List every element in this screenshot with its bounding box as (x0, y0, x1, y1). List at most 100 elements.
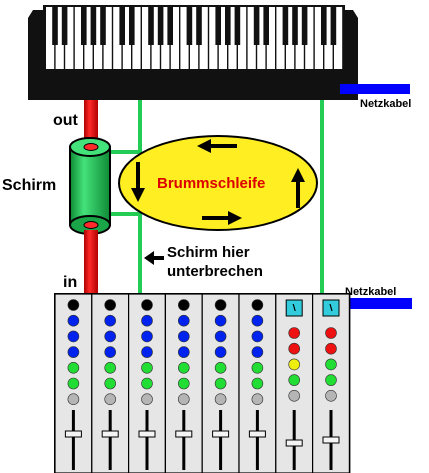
knob-green[interactable] (178, 361, 190, 374)
fader-cap[interactable] (64, 430, 82, 438)
black-key (196, 7, 202, 45)
black-key (52, 7, 58, 45)
knob-green[interactable] (104, 377, 116, 390)
knob-gray[interactable] (325, 389, 337, 402)
black-key (157, 7, 164, 45)
knob-green[interactable] (325, 374, 337, 386)
white-key (65, 7, 74, 69)
black-key (321, 7, 327, 45)
knob-green[interactable] (214, 361, 227, 374)
knob-blue[interactable] (251, 314, 264, 327)
arrow-left-icon (197, 139, 237, 153)
black-key (234, 7, 241, 45)
fader-cap[interactable] (212, 430, 230, 438)
knob-blue[interactable] (141, 330, 153, 343)
break-shield-label-line1: Schirm hier (167, 244, 250, 261)
knob-gray[interactable] (178, 393, 190, 406)
knob-black[interactable] (214, 299, 227, 311)
knob-green[interactable] (214, 377, 227, 390)
white-key (257, 7, 266, 69)
white-key (286, 7, 295, 69)
arrow-up-icon (291, 168, 305, 208)
knob-black[interactable] (251, 299, 264, 311)
knob-blue[interactable] (104, 330, 116, 343)
knob-green[interactable] (67, 377, 80, 390)
power-cable-mixer (336, 298, 412, 309)
knob-blue[interactable] (67, 314, 80, 327)
netzkabel-top-label: Netzkabel (360, 98, 411, 110)
knob-green[interactable] (251, 361, 264, 374)
knob-blue[interactable] (67, 346, 80, 358)
keyboard-keys (46, 7, 343, 69)
arrow-right-icon (202, 211, 242, 225)
mixer-channel-strip (201, 293, 240, 473)
knob-gray[interactable] (104, 393, 116, 406)
fader-cap[interactable] (175, 430, 193, 438)
knob-red[interactable] (288, 327, 301, 339)
white-key (84, 7, 93, 69)
knob-green[interactable] (178, 377, 190, 390)
white-key (209, 7, 218, 69)
knob-green[interactable] (104, 361, 116, 374)
knob-blue[interactable] (67, 330, 80, 343)
knob-black[interactable] (141, 299, 153, 311)
knob-gray[interactable] (214, 393, 227, 406)
knob-green[interactable] (67, 361, 80, 374)
knob-blue[interactable] (214, 314, 227, 327)
knob-blue[interactable] (251, 346, 264, 358)
white-key (218, 7, 227, 69)
ground-loop: Brummschleife (118, 135, 318, 231)
knob-gray[interactable] (141, 393, 153, 406)
white-key (295, 7, 304, 69)
knob-blue[interactable] (104, 346, 116, 358)
fader-cap[interactable] (138, 430, 156, 438)
knob-blue[interactable] (178, 346, 190, 358)
fader-cap[interactable] (101, 430, 119, 438)
fader-track (71, 410, 75, 470)
knob-black[interactable] (67, 299, 80, 311)
mixer-channel-strip (238, 293, 277, 473)
schirm-label: Schirm (2, 177, 56, 194)
knob-gray[interactable] (288, 389, 301, 402)
knob-red[interactable] (325, 327, 337, 339)
knob-black[interactable] (104, 299, 116, 311)
fader-track (108, 410, 112, 470)
knob-green[interactable] (325, 358, 337, 371)
signal-cable-out (84, 100, 98, 144)
knob-gray[interactable] (251, 393, 264, 406)
black-key (282, 7, 289, 45)
white-key (276, 7, 285, 69)
white-key (46, 7, 55, 69)
knob-blue[interactable] (141, 314, 153, 327)
fader-cap[interactable] (285, 439, 303, 447)
knob-yellow[interactable] (288, 358, 301, 371)
fader-cap[interactable] (322, 436, 340, 444)
black-key (100, 7, 106, 45)
knob-green[interactable] (251, 377, 264, 390)
knob-blue[interactable] (178, 314, 190, 327)
knob-green[interactable] (141, 377, 153, 390)
mixer-channel-strip (312, 293, 351, 473)
white-key (161, 7, 170, 69)
knob-gray[interactable] (67, 393, 80, 406)
out-label: out (53, 112, 79, 129)
knob-blue[interactable] (214, 330, 227, 343)
mixer-channel-strip (128, 293, 167, 473)
fader-cap[interactable] (248, 430, 266, 438)
knob-green[interactable] (141, 361, 153, 374)
knob-blue[interactable] (251, 330, 264, 343)
power-cable-keyboard (340, 84, 410, 94)
black-key (186, 7, 193, 45)
knob-blue[interactable] (214, 346, 227, 358)
white-key (190, 7, 199, 69)
knob-blue[interactable] (104, 314, 116, 327)
knob-blue[interactable] (178, 330, 190, 343)
white-key (228, 7, 237, 69)
white-key (266, 7, 275, 69)
knob-green[interactable] (288, 374, 301, 386)
knob-black[interactable] (178, 299, 190, 311)
knob-red[interactable] (288, 342, 301, 355)
knob-blue[interactable] (141, 346, 153, 358)
knob-red[interactable] (325, 342, 337, 355)
